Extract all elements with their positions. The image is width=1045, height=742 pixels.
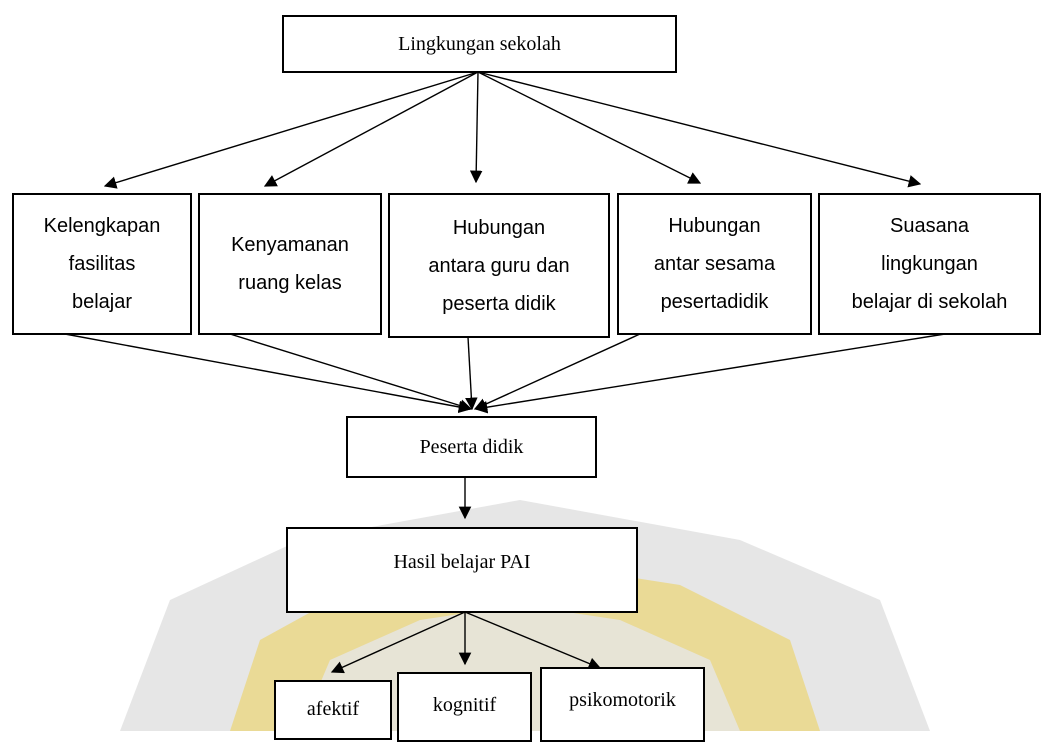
domain-box-afektif: afektif — [274, 680, 392, 740]
domain-label-kognitif: kognitif — [432, 694, 497, 716]
factor-label-4: Hubungan antar sesama pesertadidik — [653, 215, 776, 313]
arrow-root-to-factor-2 — [263, 71, 479, 187]
root-box: Lingkungan sekolah — [282, 15, 677, 73]
arrow-factor-3-to-learner — [465, 336, 478, 411]
arrow-result-to-psikomotorik — [464, 611, 602, 670]
factor-box-3: Hubungan antara guru dan peserta didik — [388, 193, 610, 338]
result-box: Hasil belajar PAI — [286, 527, 638, 613]
result-label: Hasil belajar PAI — [393, 551, 531, 573]
arrow-root-to-factor-5 — [477, 71, 922, 188]
arrow-root-to-factor-4 — [477, 71, 702, 184]
factor-label-3: Hubungan antara guru dan peserta didik — [428, 216, 570, 315]
domain-label-psikomotorik: psikomotorik — [569, 689, 676, 711]
factor-box-5: Suasana lingkungan belajar di sekolah — [818, 193, 1041, 335]
arrow-factor-2-to-learner — [229, 333, 473, 412]
arrow-factor-1-to-learner — [64, 333, 472, 414]
factor-box-2: Kenyamanan ruang kelas — [198, 193, 382, 335]
factor-label-5: Suasana lingkungan belajar di sekolah — [851, 215, 1008, 313]
factor-box-4: Hubungan antar sesama pesertadidik — [617, 193, 812, 335]
factor-label-2: Kenyamanan ruang kelas — [231, 234, 349, 294]
learner-label: Peserta didik — [419, 435, 524, 458]
learner-box: Peserta didik — [346, 416, 597, 478]
factor-label-1: Kelengkapan fasilitas belajar — [43, 215, 161, 313]
arrow-factor-5-to-learner — [474, 333, 946, 414]
arrow-root-to-factor-3 — [469, 71, 483, 184]
domain-label-afektif: afektif — [306, 698, 360, 720]
arrow-root-to-factor-1 — [103, 71, 479, 189]
domain-box-kognitif: kognitif — [397, 672, 532, 742]
arrow-factor-4-to-learner — [473, 333, 641, 411]
root-label: Lingkungan sekolah — [398, 32, 561, 55]
factor-box-1: Kelengkapan fasilitas belajar — [12, 193, 192, 335]
arrow-result-to-afektif — [330, 611, 466, 674]
